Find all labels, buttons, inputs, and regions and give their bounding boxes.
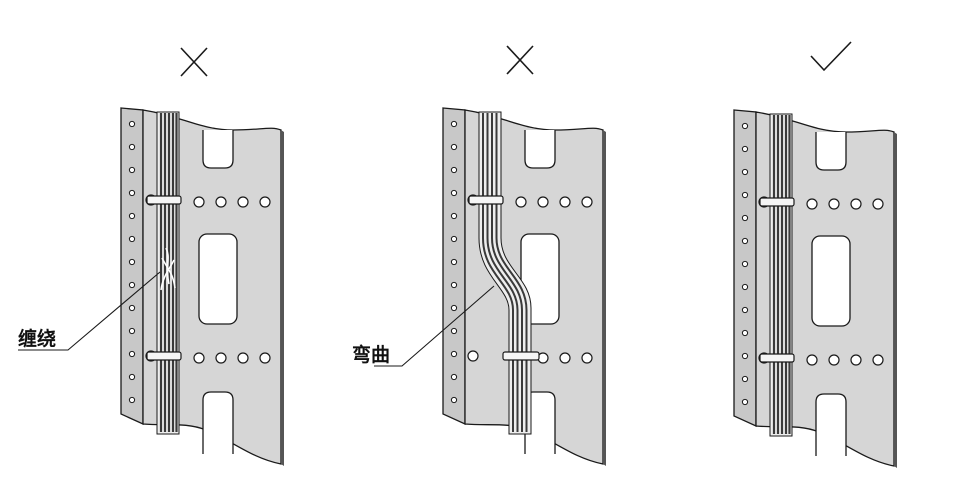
tangled-cable-bundle	[155, 110, 181, 436]
straight-cable-bundle	[768, 112, 794, 438]
cable-tie-lower	[759, 353, 795, 363]
cable-tie-upper	[759, 197, 795, 207]
verdict-mark-correct	[810, 41, 852, 72]
panel-correct	[733, 109, 898, 469]
panel-bent	[442, 107, 607, 467]
cable-tie-lower	[502, 351, 540, 361]
panel-tangled	[120, 107, 285, 467]
callout-leader-bent	[374, 285, 495, 367]
verdict-mark-bent	[506, 45, 534, 75]
verdict-mark-tangled	[180, 47, 208, 77]
cable-tie-upper	[468, 195, 504, 205]
callout-label-tangled: 缠绕	[18, 328, 57, 350]
cable-tie-upper	[146, 195, 182, 205]
callout-label-bent: 弯曲	[352, 344, 391, 366]
callout-leader-tangled	[18, 271, 161, 351]
cable-tie-lower	[146, 351, 182, 361]
